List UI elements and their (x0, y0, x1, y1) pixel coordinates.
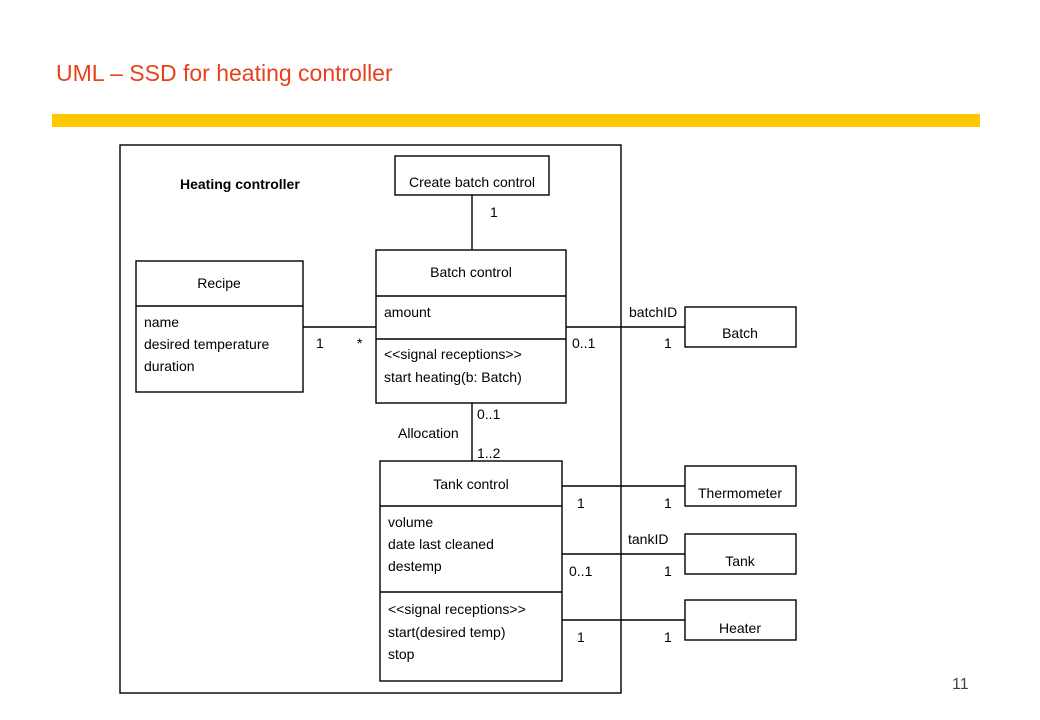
association-label: Allocation (398, 425, 459, 441)
heater-class: Heater (684, 599, 797, 641)
recipe-name: Recipe (197, 275, 241, 291)
thermometer-class: Thermometer (684, 465, 797, 507)
recipe-attribute: desired temperature (144, 336, 270, 352)
multiplicity-label: * (357, 335, 363, 351)
tank-control-attribute: destemp (388, 558, 442, 574)
multiplicity-label: 1 (664, 495, 672, 511)
tank-control-attribute: date last cleaned (388, 536, 494, 552)
tank-control-attribute: volume (388, 514, 433, 530)
multiplicity-label: 1 (664, 335, 672, 351)
create-batch-control-class: Create batch control (394, 155, 550, 196)
batch-control-name: Batch control (430, 264, 512, 280)
multiplicity-label: 0..1 (572, 335, 596, 351)
multiplicity-label: 1 (664, 629, 672, 645)
frame-label: Heating controller (180, 176, 300, 192)
batch-class: Batch (684, 306, 797, 348)
batch-control-class: Batch control amount <<signal receptions… (375, 249, 567, 404)
slide-title: UML – SSD for heating controller (56, 60, 393, 86)
tank-control-operation: stop (388, 646, 415, 662)
tank-class: Tank (684, 533, 797, 575)
title-accent-bar (52, 114, 980, 127)
batch-control-operation: <<signal receptions>> (384, 346, 522, 362)
multiplicity-label: 0..1 (569, 563, 593, 579)
tank-name: Tank (725, 553, 756, 569)
tank-control-class: Tank control volume date last cleaned de… (379, 460, 563, 682)
multiplicity-label: 0..1 (477, 406, 501, 422)
tank-control-operation: <<signal receptions>> (388, 601, 526, 617)
tank-control-operation: start(desired temp) (388, 624, 505, 640)
multiplicity-label: 1 (577, 495, 585, 511)
qualifier-label: tankID (628, 531, 668, 547)
recipe-attribute: duration (144, 358, 195, 374)
multiplicity-label: 1 (490, 204, 498, 220)
batch-name: Batch (722, 325, 758, 341)
recipe-class: Recipe name desired temperature duration (135, 260, 304, 393)
multiplicity-label: 1 (316, 335, 324, 351)
qualifier-label: batchID (629, 304, 677, 320)
page-number: 11 (952, 676, 969, 693)
create-batch-control-name: Create batch control (409, 174, 535, 190)
recipe-attribute: name (144, 314, 179, 330)
multiplicity-label: 1 (664, 563, 672, 579)
multiplicity-label: 1 (577, 629, 585, 645)
batch-control-operation: start heating(b: Batch) (384, 369, 522, 385)
multiplicity-label: 1..2 (477, 445, 501, 461)
thermometer-name: Thermometer (698, 485, 782, 501)
batch-control-attribute: amount (384, 304, 431, 320)
tank-control-name: Tank control (433, 476, 508, 492)
heater-name: Heater (719, 620, 761, 636)
